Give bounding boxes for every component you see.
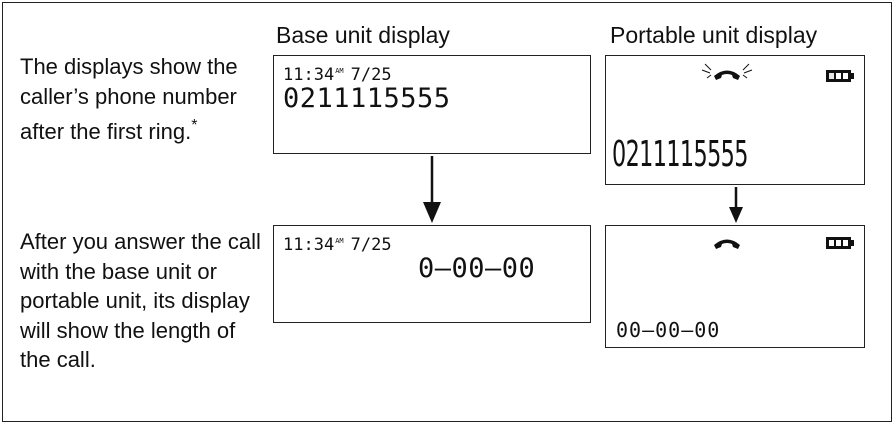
- base-clock-row2: 11:34AM 7/25: [283, 232, 392, 254]
- am-indicator: AM: [335, 237, 344, 245]
- base-date: 7/25: [350, 65, 392, 85]
- portable-call-length: 00–00–00: [616, 318, 721, 342]
- portable-down-arrow: [729, 187, 743, 223]
- handset-icon: [714, 239, 740, 249]
- base-call-length: 0–00–00: [418, 253, 536, 284]
- base-down-arrow: [423, 156, 441, 223]
- portable-display-ringing: 0211115555: [605, 55, 865, 185]
- base-display-ringing: 11:34AM 7/25 0211115555: [273, 55, 591, 154]
- base-unit-header: Base unit display: [276, 22, 450, 48]
- base-clock-row1: 11:34AM 7/25: [283, 62, 392, 84]
- portable-display-call-timer: 00–00–00: [605, 225, 865, 348]
- base-time: 11:34: [283, 235, 335, 255]
- portable-caller-number: 0211115555: [612, 134, 748, 175]
- base-caller-number: 0211115555: [283, 83, 451, 114]
- base-display-call-timer: 11:34AM 7/25 0–00–00: [273, 225, 591, 323]
- portable-unit-header: Portable unit display: [610, 22, 818, 48]
- row2-description: After you answer the call with the base …: [20, 229, 261, 372]
- footnote-mark: *: [191, 117, 198, 134]
- row1-description: The displays show the caller’s phone num…: [20, 52, 270, 147]
- row1-description-text: The displays show the caller’s phone num…: [20, 54, 238, 144]
- base-date: 7/25: [350, 235, 392, 255]
- am-indicator: AM: [335, 67, 344, 75]
- battery-full-icon: [826, 237, 854, 249]
- handset-ringing-icon: [701, 63, 753, 80]
- battery-full-icon: [826, 70, 854, 82]
- base-time: 11:34: [283, 65, 335, 85]
